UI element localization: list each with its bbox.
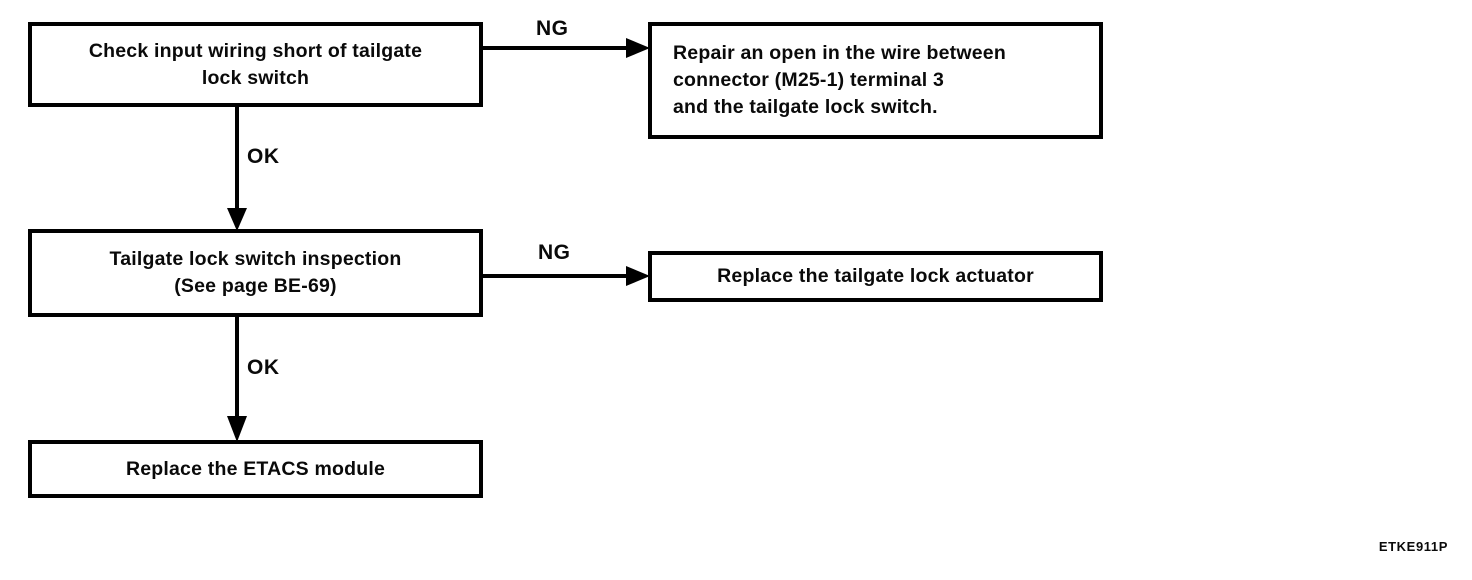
flow-box-replace-etacs-module: Replace the ETACS module — [28, 440, 483, 498]
flow-box-switch-inspection: Tailgate lock switch inspection (See pag… — [28, 229, 483, 317]
flow-box-check-input-wiring: Check input wiring short of tailgate loc… — [28, 22, 483, 107]
flow-box-replace-actuator: Replace the tailgate lock actuator — [648, 251, 1103, 302]
ok-arrow-top — [227, 107, 247, 231]
flow-box-repair-open-wire: Repair an open in the wire between conne… — [648, 22, 1103, 139]
ng-arrow-top — [483, 38, 650, 58]
edge-label-ok-top: OK — [247, 145, 280, 168]
edge-label-ng-top: NG — [536, 17, 569, 40]
ng-arrow-middle — [483, 266, 650, 286]
edge-label-ok-bottom: OK — [247, 356, 280, 379]
ok-arrow-bottom — [227, 317, 247, 442]
edge-label-ng-middle: NG — [538, 241, 571, 264]
figure-code: ETKE911P — [1378, 539, 1448, 554]
